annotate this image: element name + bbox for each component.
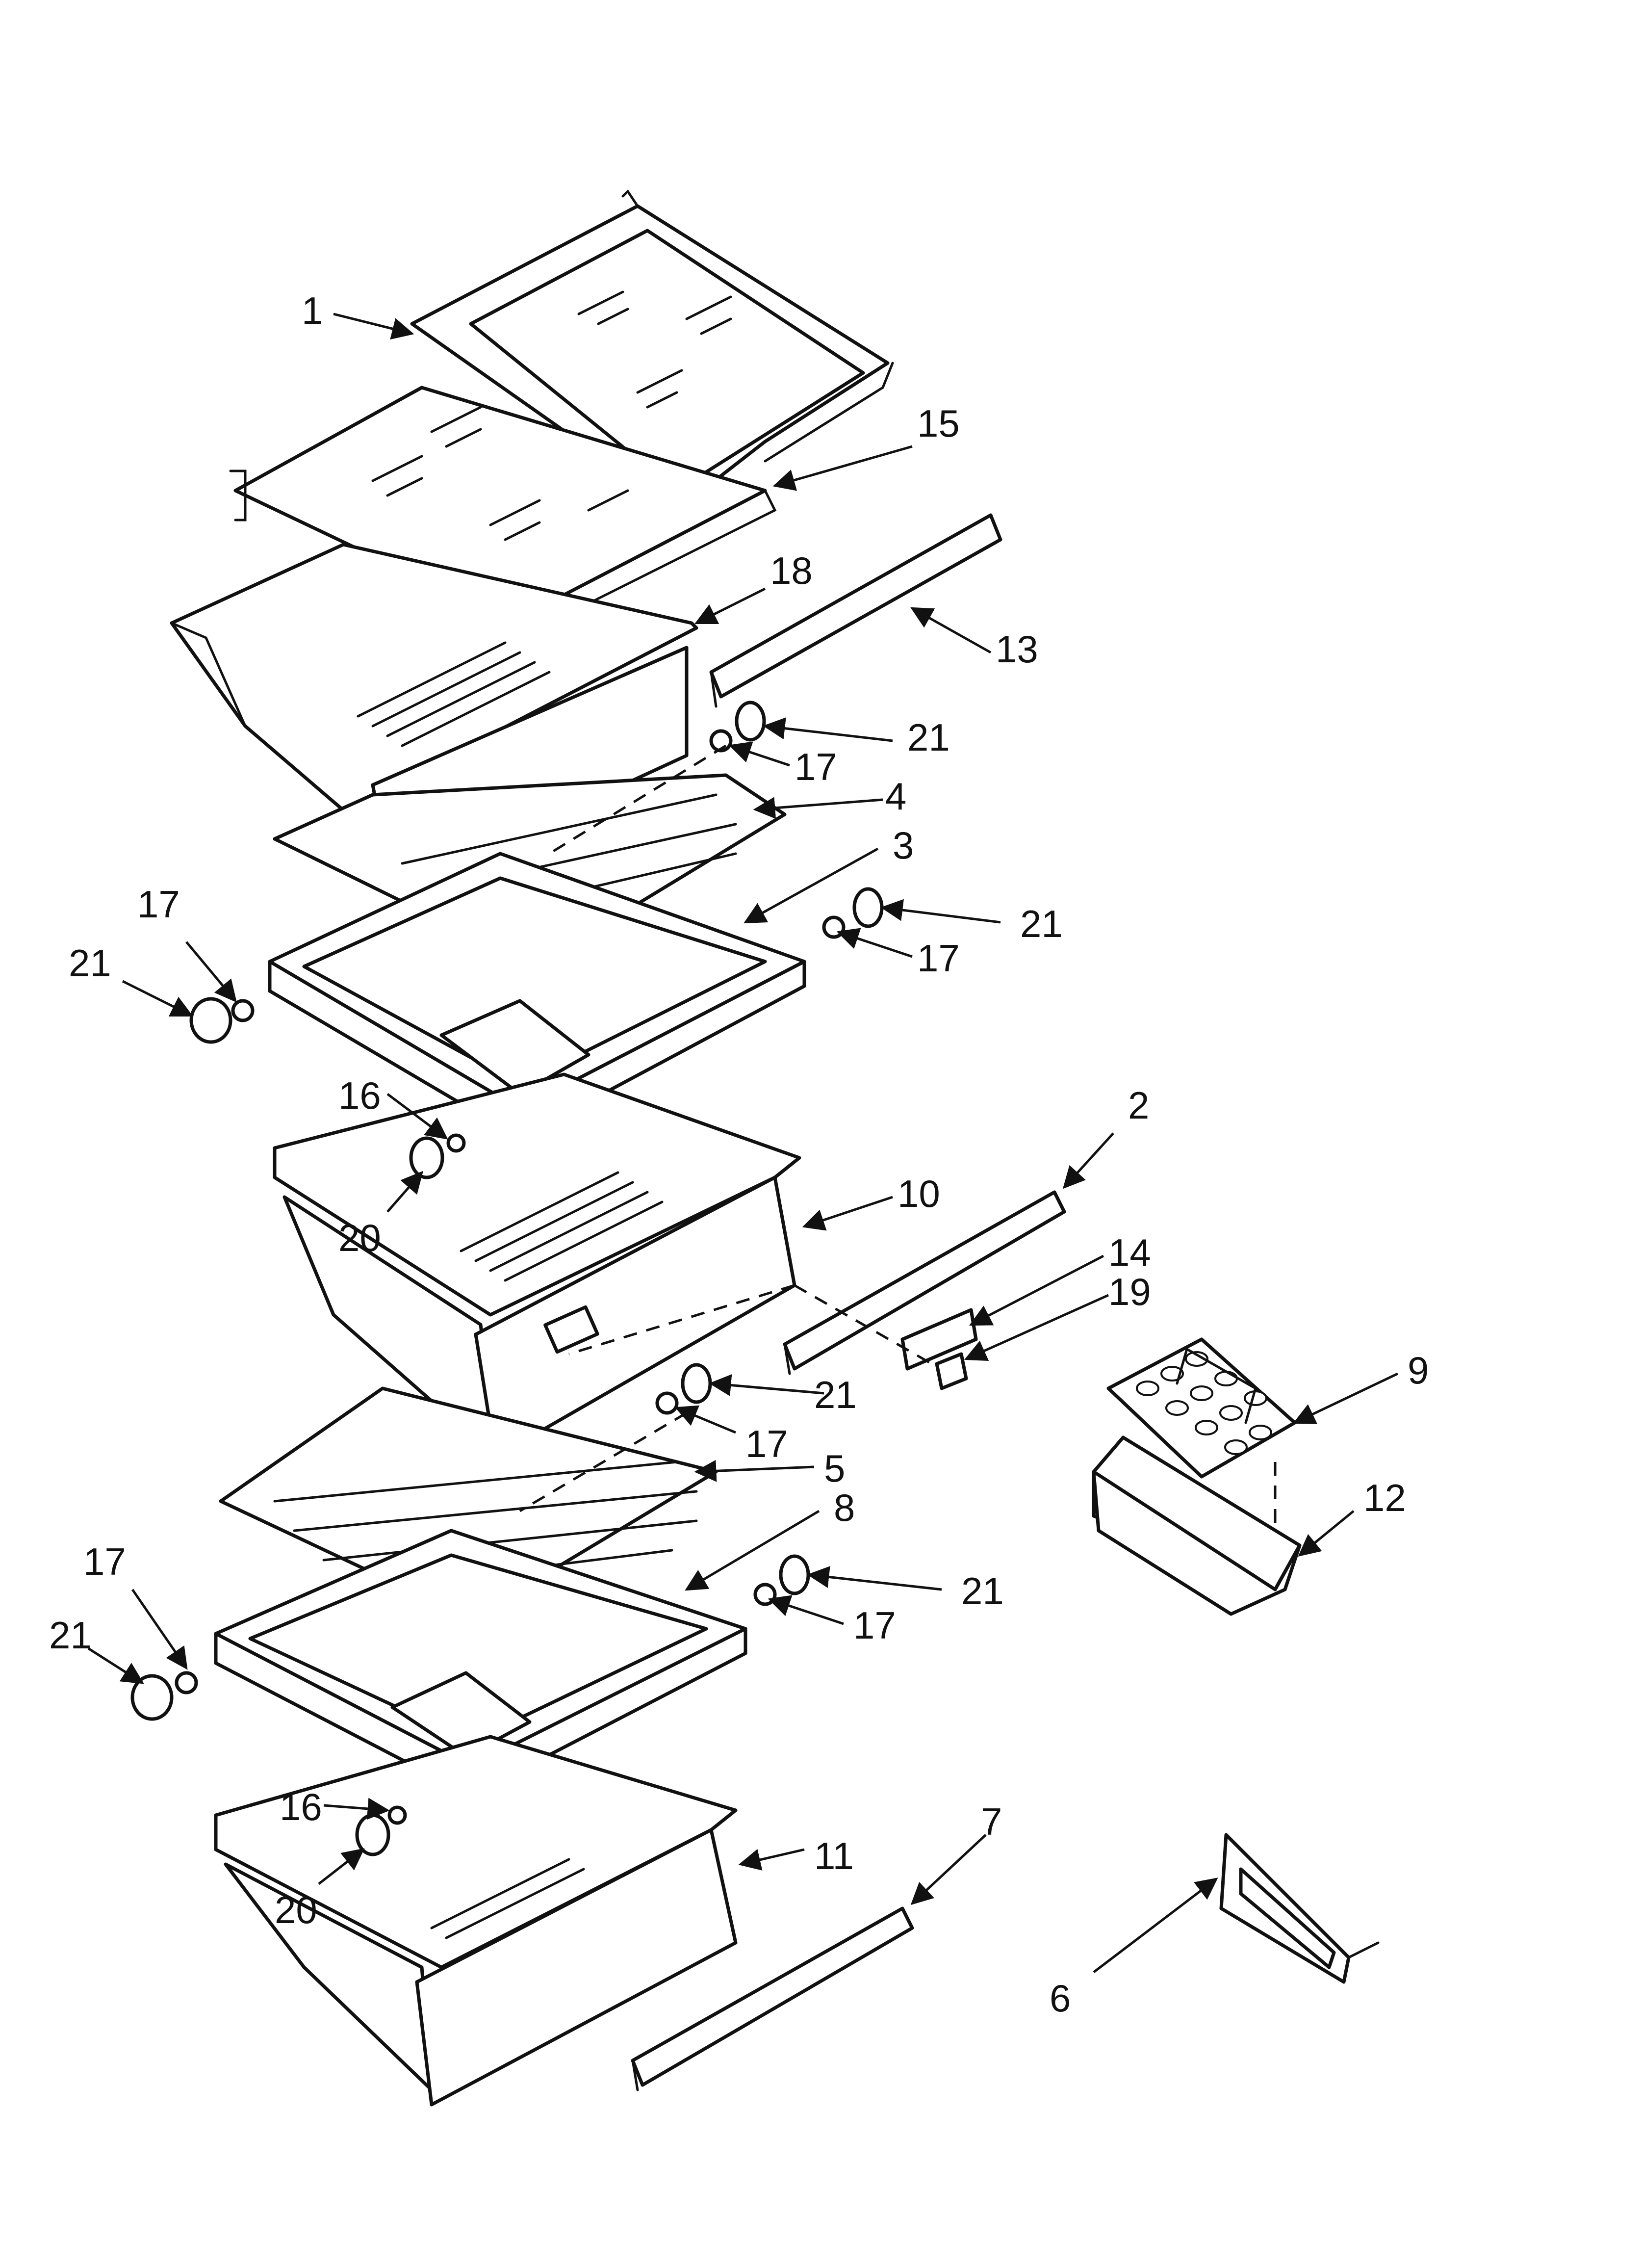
callout-13: 13 xyxy=(996,627,1038,671)
callout-10: 10 xyxy=(898,1172,940,1215)
rear-bracket xyxy=(1219,1833,1380,1984)
control-clip xyxy=(935,1352,968,1390)
callout-21-top: 21 xyxy=(907,716,950,759)
egg-bin xyxy=(1092,1435,1302,1616)
callout-8: 8 xyxy=(834,1486,855,1529)
callout-20-upper: 20 xyxy=(338,1216,381,1259)
callout-labels: 1 15 18 13 21 17 4 3 21 17 17 21 16 20 2… xyxy=(49,289,1429,2020)
callout-16-lower: 16 xyxy=(280,1785,322,1828)
callout-1: 1 xyxy=(302,289,323,332)
callout-14: 14 xyxy=(1108,1231,1151,1274)
callout-3: 3 xyxy=(893,824,914,867)
roller xyxy=(130,701,884,1721)
callout-6: 6 xyxy=(1050,1977,1071,2020)
egg-tray xyxy=(1106,1337,1297,1479)
callout-17-upper-left: 17 xyxy=(137,883,180,926)
upper-crisper-frame xyxy=(268,852,806,1140)
callout-17-top: 17 xyxy=(795,745,837,788)
leader-lines xyxy=(87,313,1399,1973)
callout-12: 12 xyxy=(1363,1476,1406,1519)
callout-11: 11 xyxy=(814,1834,854,1877)
callout-21-upper-left: 21 xyxy=(69,941,111,985)
callout-17-lower-left: 17 xyxy=(83,1540,126,1583)
callout-2: 2 xyxy=(1128,1084,1149,1127)
callout-5: 5 xyxy=(824,1447,845,1490)
callout-19: 19 xyxy=(1108,1270,1151,1313)
callout-17-lower-right: 17 xyxy=(853,1604,896,1647)
bottom-pan-trim xyxy=(631,1906,914,2091)
callout-21-middle: 21 xyxy=(814,1373,857,1416)
callout-21-lower-left: 21 xyxy=(49,1614,92,1657)
lower-crisper-cover xyxy=(783,1190,1066,1375)
callout-21-upper-right: 21 xyxy=(1020,902,1063,945)
hidden-lines xyxy=(519,744,1277,1526)
callout-21-lower-right: 21 xyxy=(961,1569,1004,1613)
callout-16-upper: 16 xyxy=(338,1074,381,1117)
middle-pan xyxy=(273,1072,801,1459)
shelf-trim xyxy=(229,386,777,649)
callout-20-lower: 20 xyxy=(275,1888,317,1931)
bottom-pan xyxy=(214,1735,738,2107)
callout-7: 7 xyxy=(981,1800,1002,1843)
callout-15: 15 xyxy=(917,402,960,445)
callout-9: 9 xyxy=(1408,1349,1429,1392)
wheel xyxy=(355,1136,444,1856)
callout-18: 18 xyxy=(770,549,813,592)
control-slide xyxy=(900,1308,978,1371)
callout-17-upper-right: 17 xyxy=(917,937,960,980)
upper-trim xyxy=(709,513,1002,708)
top-glass-shelf xyxy=(410,189,894,512)
callout-17-middle: 17 xyxy=(745,1422,788,1465)
callout-4: 4 xyxy=(885,775,906,818)
